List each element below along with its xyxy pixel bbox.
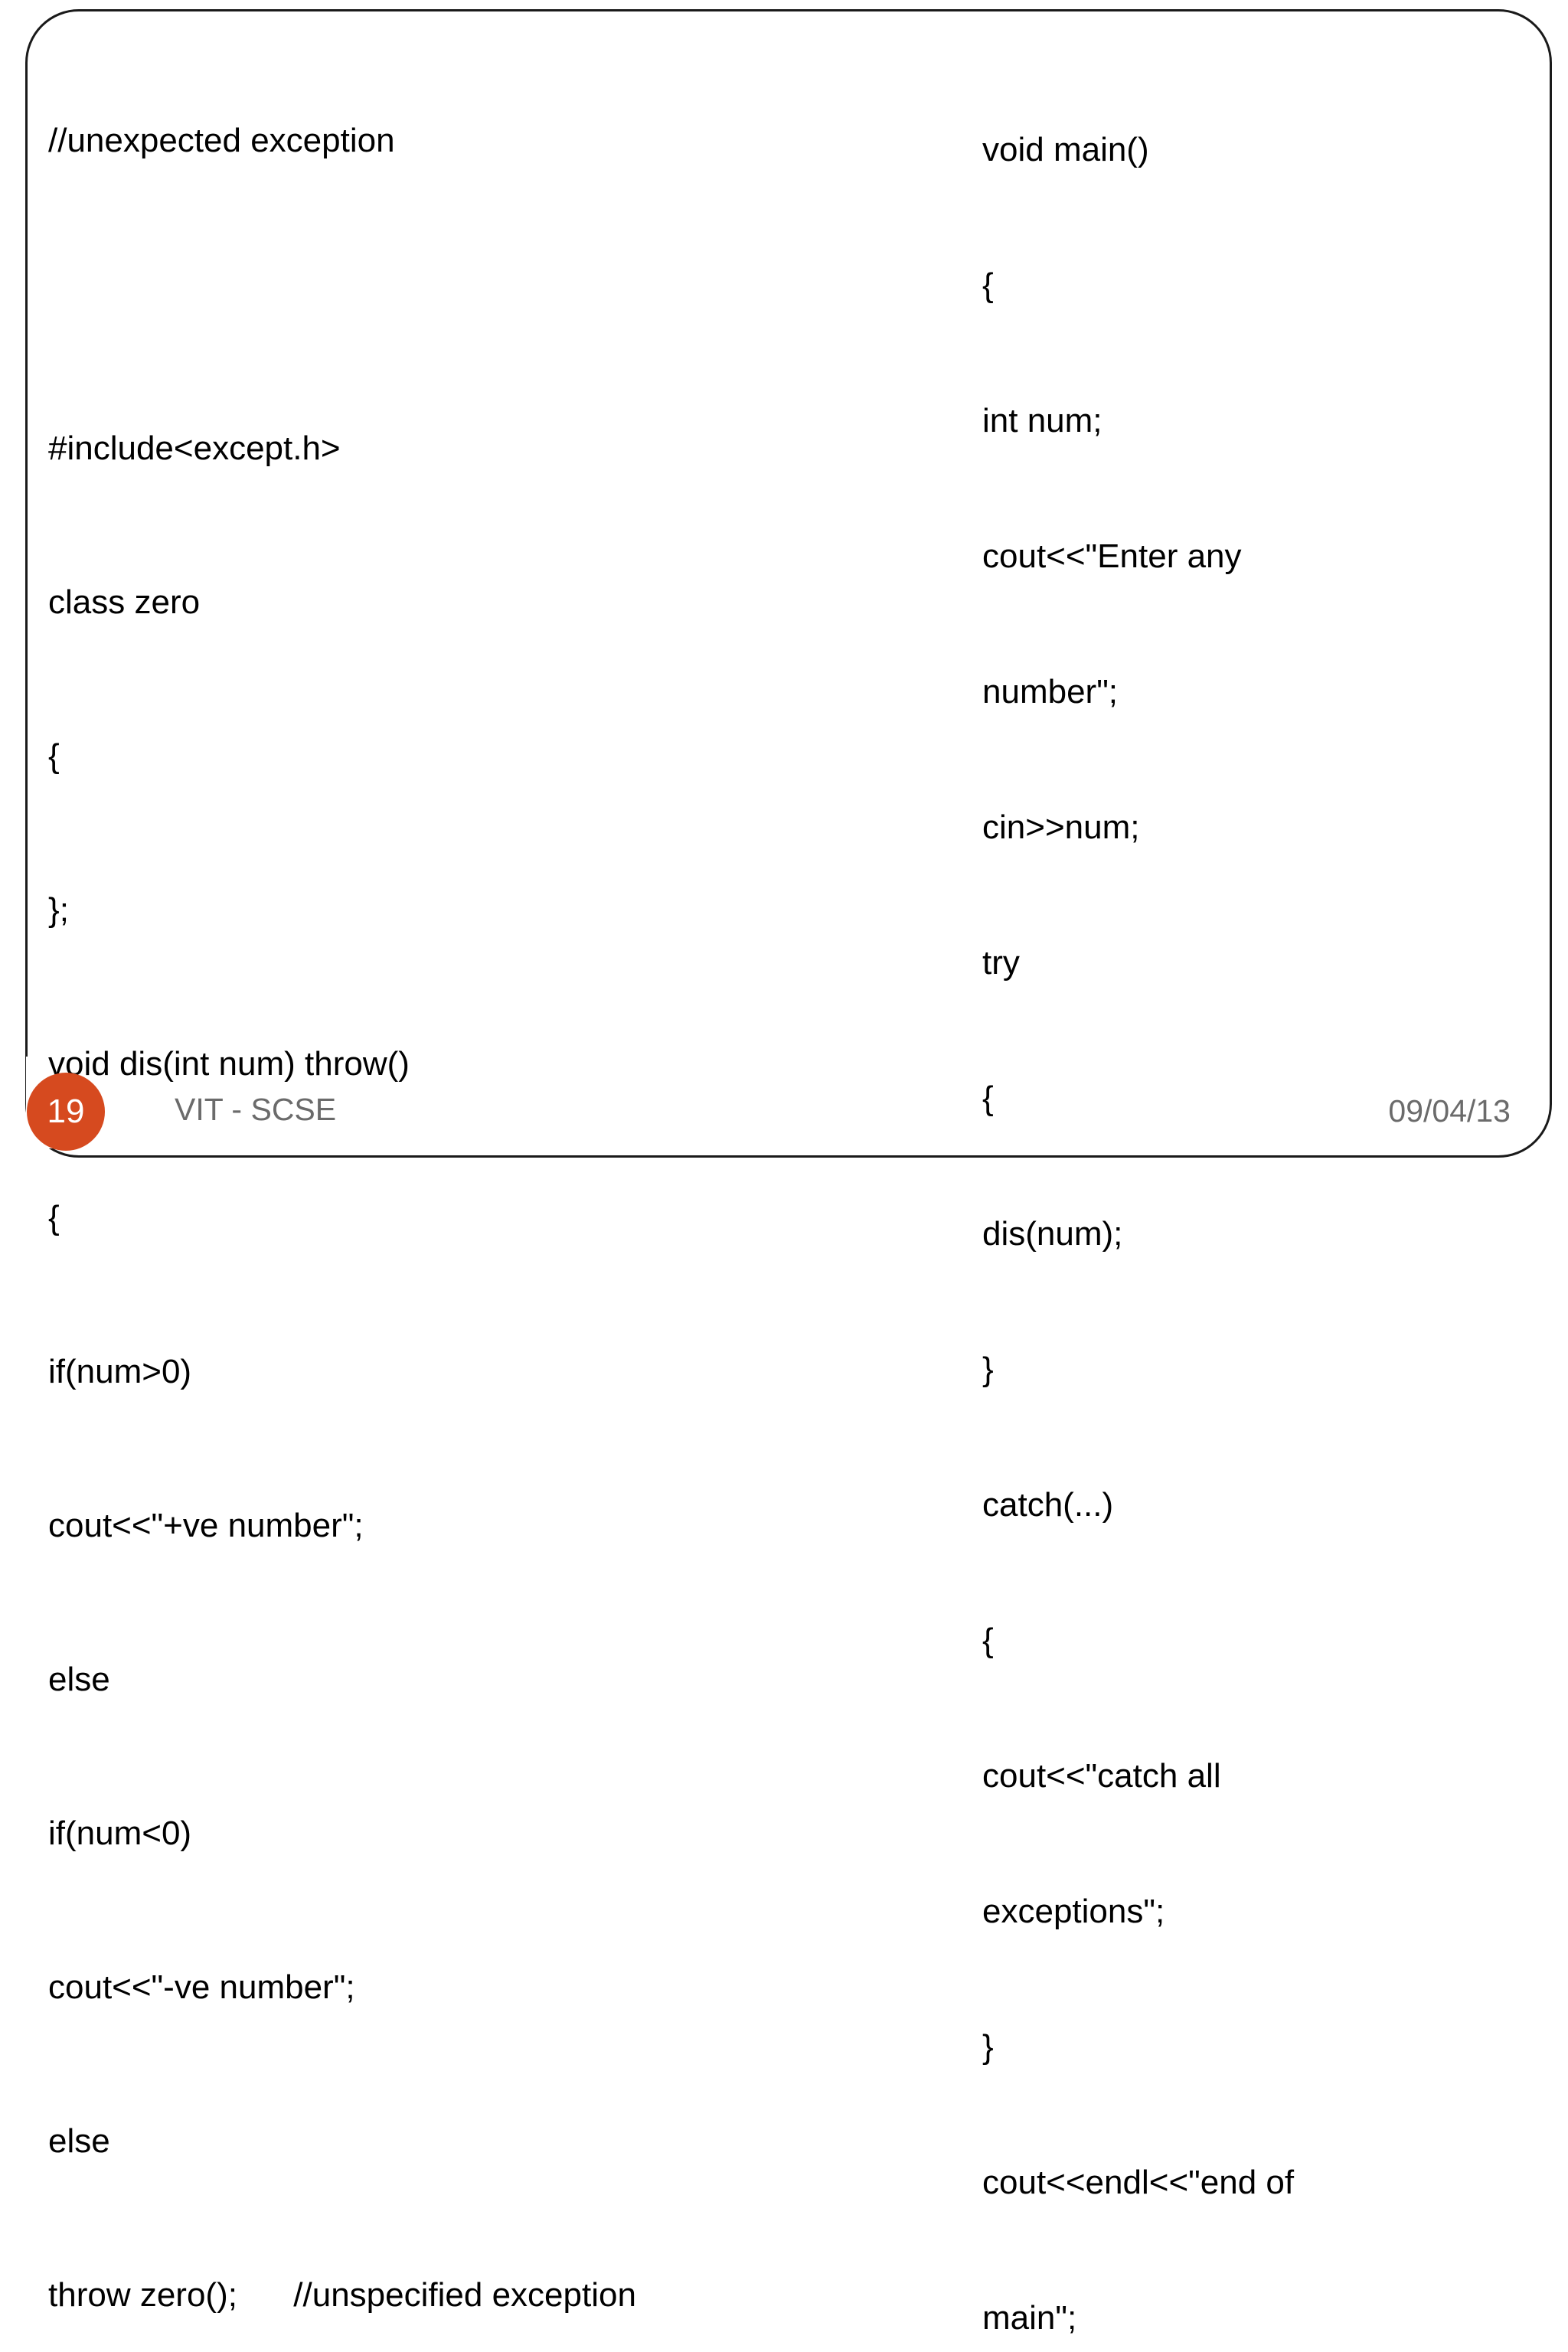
code-line: main"; bbox=[982, 2299, 1077, 2337]
code-line: { bbox=[48, 737, 60, 775]
code-line: { bbox=[982, 1080, 994, 1117]
slide-footer: 19 VIT - SCSE 09/04/13 bbox=[0, 1072, 1568, 1176]
code-line: } bbox=[982, 1351, 994, 1388]
code-line: }; bbox=[48, 891, 69, 929]
code-line: //unexpected exception bbox=[48, 122, 395, 159]
code-line: cout<<"+ve number"; bbox=[48, 1507, 364, 1544]
code-line: } bbox=[982, 2028, 994, 2066]
code-line: exceptions"; bbox=[982, 1893, 1165, 1930]
code-line: catch(...) bbox=[982, 1486, 1114, 1524]
code-line: cin>>num; bbox=[982, 808, 1140, 846]
code-line: { bbox=[982, 1622, 994, 1659]
code-line: { bbox=[48, 1199, 60, 1236]
code-line: #include<except.h> bbox=[48, 430, 341, 467]
code-line: number"; bbox=[982, 673, 1119, 710]
code-line: { bbox=[982, 266, 994, 304]
code-line: try bbox=[982, 944, 1020, 982]
footer-organization-label: VIT - SCSE bbox=[175, 1092, 337, 1127]
code-line: else bbox=[48, 2122, 110, 2160]
code-line: dis(num); bbox=[982, 1215, 1123, 1253]
code-line: if(num<0) bbox=[48, 1815, 192, 1852]
code-line: void main() bbox=[982, 131, 1149, 168]
left-code-column: //unexpected exception #include<except.h… bbox=[48, 12, 929, 2352]
code-line: cout<<"catch all bbox=[982, 1757, 1221, 1795]
code-line: else bbox=[48, 1661, 110, 1698]
code-line: if(num>0) bbox=[48, 1353, 192, 1390]
code-line: cout<<"Enter any bbox=[982, 537, 1242, 575]
code-line: cout<<endl<<"end of bbox=[982, 2164, 1295, 2201]
code-line: cout<<"-ve number"; bbox=[48, 1968, 355, 2006]
page-number-badge: 19 bbox=[27, 1073, 105, 1151]
code-blank-line bbox=[48, 269, 929, 320]
right-code-column: void main() { int num; cout<<"Enter any … bbox=[982, 37, 1534, 2352]
code-line: int num; bbox=[982, 402, 1102, 439]
code-line: class zero bbox=[48, 583, 201, 621]
footer-date-label: 09/04/13 bbox=[1388, 1093, 1511, 1129]
code-line: throw zero(); //unspecified exception bbox=[48, 2276, 636, 2314]
